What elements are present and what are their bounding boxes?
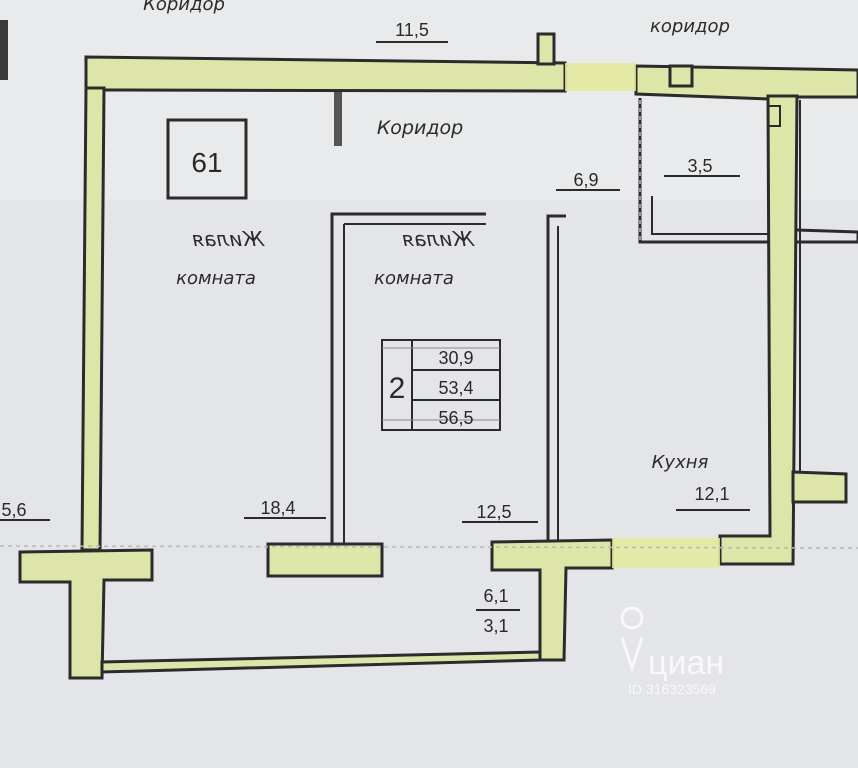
mid-wall-block [266, 542, 384, 578]
area-table-frame [381, 339, 501, 431]
watermark-pin-icon [620, 606, 644, 673]
bath-wall [638, 98, 768, 244]
dim-left-edge: 5,6 [1, 500, 26, 520]
total-area-2: 53,4 [438, 378, 473, 398]
dim-balcony-bottom: 3,1 [483, 616, 508, 636]
partitions [330, 92, 858, 544]
apartment-number-box [166, 118, 248, 200]
total-area-3: 56,5 [438, 408, 473, 428]
top-corridor-left-label: Коридор [143, 0, 225, 15]
top-corridor-right-label: коридор [650, 16, 730, 37]
dim-top-wall: 11,5 [395, 20, 429, 40]
left-outer-wall [80, 86, 106, 552]
guide-lines [0, 100, 858, 549]
right-room-wall [796, 228, 858, 244]
watermark-brand: циан [648, 644, 724, 682]
window-kitchen [612, 538, 720, 568]
guide-line-balcony [0, 545, 858, 549]
room-left-label-1: Жилая [192, 227, 266, 251]
watermark: циан ID 316323569 [620, 606, 724, 697]
right-stub-wall [791, 470, 848, 504]
apartment-number: 61 [191, 147, 222, 178]
left-t-wall [18, 548, 154, 680]
total-area-1: 30,9 [438, 348, 473, 368]
left-edge-wall [0, 20, 8, 80]
bath-wall-inner [651, 196, 768, 235]
partition-mid-left [330, 212, 486, 544]
kitchen-label: Кухня [652, 452, 709, 473]
dim-left-room: 18,4 [260, 498, 295, 518]
partition-kitchen [546, 214, 566, 542]
window-openings [565, 63, 720, 568]
dim-kitchen: 12,1 [694, 484, 729, 504]
window-top [565, 63, 636, 91]
room-left-label-2: комната [176, 268, 256, 289]
area-table [381, 339, 501, 431]
dim-balcony-top: 6,1 [483, 586, 508, 606]
watermark-id: ID 316323569 [628, 681, 716, 697]
room-mid-label-1: Жилая [402, 227, 476, 251]
dim-bath: 3,5 [687, 156, 712, 176]
vent-block [668, 64, 694, 88]
top-wall [84, 55, 567, 93]
dimension-underlines [0, 41, 750, 611]
room-count: 2 [389, 372, 406, 405]
room-mid-label-2: комната [374, 268, 454, 289]
dim-mid-room: 12,5 [476, 502, 511, 522]
inner-corridor-label: Коридор [377, 117, 463, 139]
bath-notch [767, 100, 781, 127]
dim-hall: 6,9 [573, 170, 598, 190]
door-stop [536, 32, 556, 66]
paper-highlight [0, 0, 858, 200]
